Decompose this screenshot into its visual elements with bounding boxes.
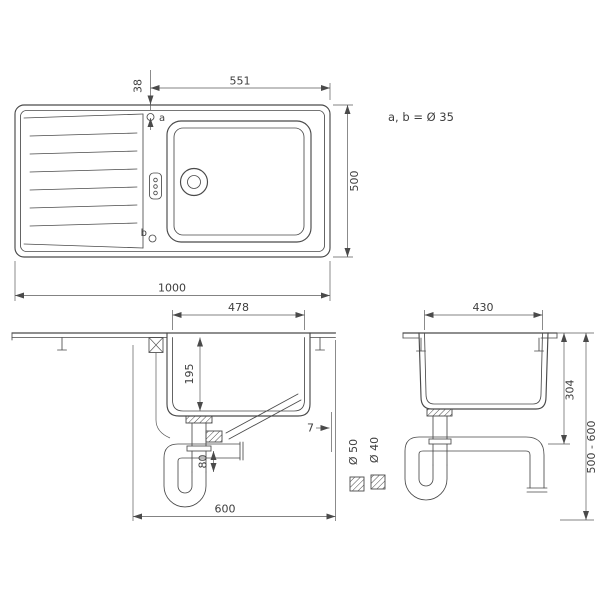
dim-dia-40-label: Ø 40 <box>368 437 381 463</box>
dim-dia-50-label: Ø 50 <box>347 439 360 465</box>
tap-hole-b <box>148 234 157 243</box>
drain-control-cable <box>155 352 171 439</box>
dim-195-label: 195 <box>183 364 196 385</box>
dim-551-label: 551 <box>230 75 251 88</box>
hole-diameter-note: a, b = Ø 35 <box>388 110 454 124</box>
dim-478-label: 478 <box>228 301 249 314</box>
dim-600: 600 <box>132 340 336 521</box>
drainboard-grooves <box>29 132 138 227</box>
trap-nut-side <box>428 438 452 445</box>
dim-1000-label: 1000 <box>158 282 186 295</box>
drain-remote-control <box>149 172 162 200</box>
dim-600-label: 600 <box>215 503 236 516</box>
dim-1000: 1000 <box>14 261 331 301</box>
bowl-plan <box>166 120 312 243</box>
dim-500-600: 500 - 600 <box>560 333 598 521</box>
trap-outlet-cap <box>239 441 244 461</box>
plan-view: a b 551 38 500 1000 a <box>14 70 454 301</box>
dim-38-label: 38 <box>132 79 145 93</box>
wall-outlet-40 <box>370 474 386 490</box>
dim-500-label: 500 <box>348 171 361 192</box>
dim-7: 7 <box>307 412 332 452</box>
dim-80-label: 80 <box>197 455 210 469</box>
mounting-clip-right <box>315 337 325 351</box>
dim-500-600-label: 500 - 600 <box>585 421 598 474</box>
bowl-section <box>166 332 311 417</box>
drain-flange-side <box>426 408 453 417</box>
wall-outlet-50 <box>349 476 365 492</box>
drain-inner <box>187 175 201 189</box>
trap-outer <box>163 443 241 508</box>
trap-nut <box>186 445 212 452</box>
bowl-section-side <box>418 332 549 410</box>
dim-304: 304 <box>548 332 594 445</box>
overflow-tee <box>205 430 223 443</box>
dim-430-label: 430 <box>473 301 494 314</box>
dim-195: 195 <box>183 337 203 411</box>
dim-500: 500 <box>333 104 361 258</box>
hole-a-label: a <box>159 113 165 124</box>
waste-plumbing-side <box>404 408 548 501</box>
overflow-hose <box>225 393 299 434</box>
hole-b-label: b <box>141 228 147 239</box>
drain-outer <box>179 167 209 197</box>
drainboard <box>23 113 144 249</box>
trap-inner <box>177 457 241 494</box>
wall-outlet-symbols: Ø 50 Ø 40 <box>347 437 386 492</box>
sink-outline <box>14 104 331 258</box>
dim-38: 38 <box>132 79 154 130</box>
trap-outlet-cap-side <box>526 487 548 493</box>
dim-551: 551 <box>150 70 331 110</box>
trap-inner-side <box>418 450 531 489</box>
dim-304-label: 304 <box>564 380 577 401</box>
mounting-clip-left-side <box>416 337 426 352</box>
front-section-view: 478 195 80 7 600 <box>11 301 337 521</box>
dim-80: 80 <box>197 451 217 472</box>
dim-7-label: 7 <box>307 422 314 435</box>
dim-478: 478 <box>172 301 305 330</box>
mounting-clip-left <box>57 337 67 351</box>
waste-plumbing <box>163 393 302 508</box>
dim-430: 430 <box>424 301 543 330</box>
drain-flange <box>185 415 213 424</box>
side-section-view: Ø 50 Ø 40 430 304 500 - 600 <box>347 301 598 521</box>
drain-control-box <box>148 337 171 439</box>
trap-outer-side <box>404 436 545 501</box>
sink-rim-inner-edge <box>20 110 325 252</box>
